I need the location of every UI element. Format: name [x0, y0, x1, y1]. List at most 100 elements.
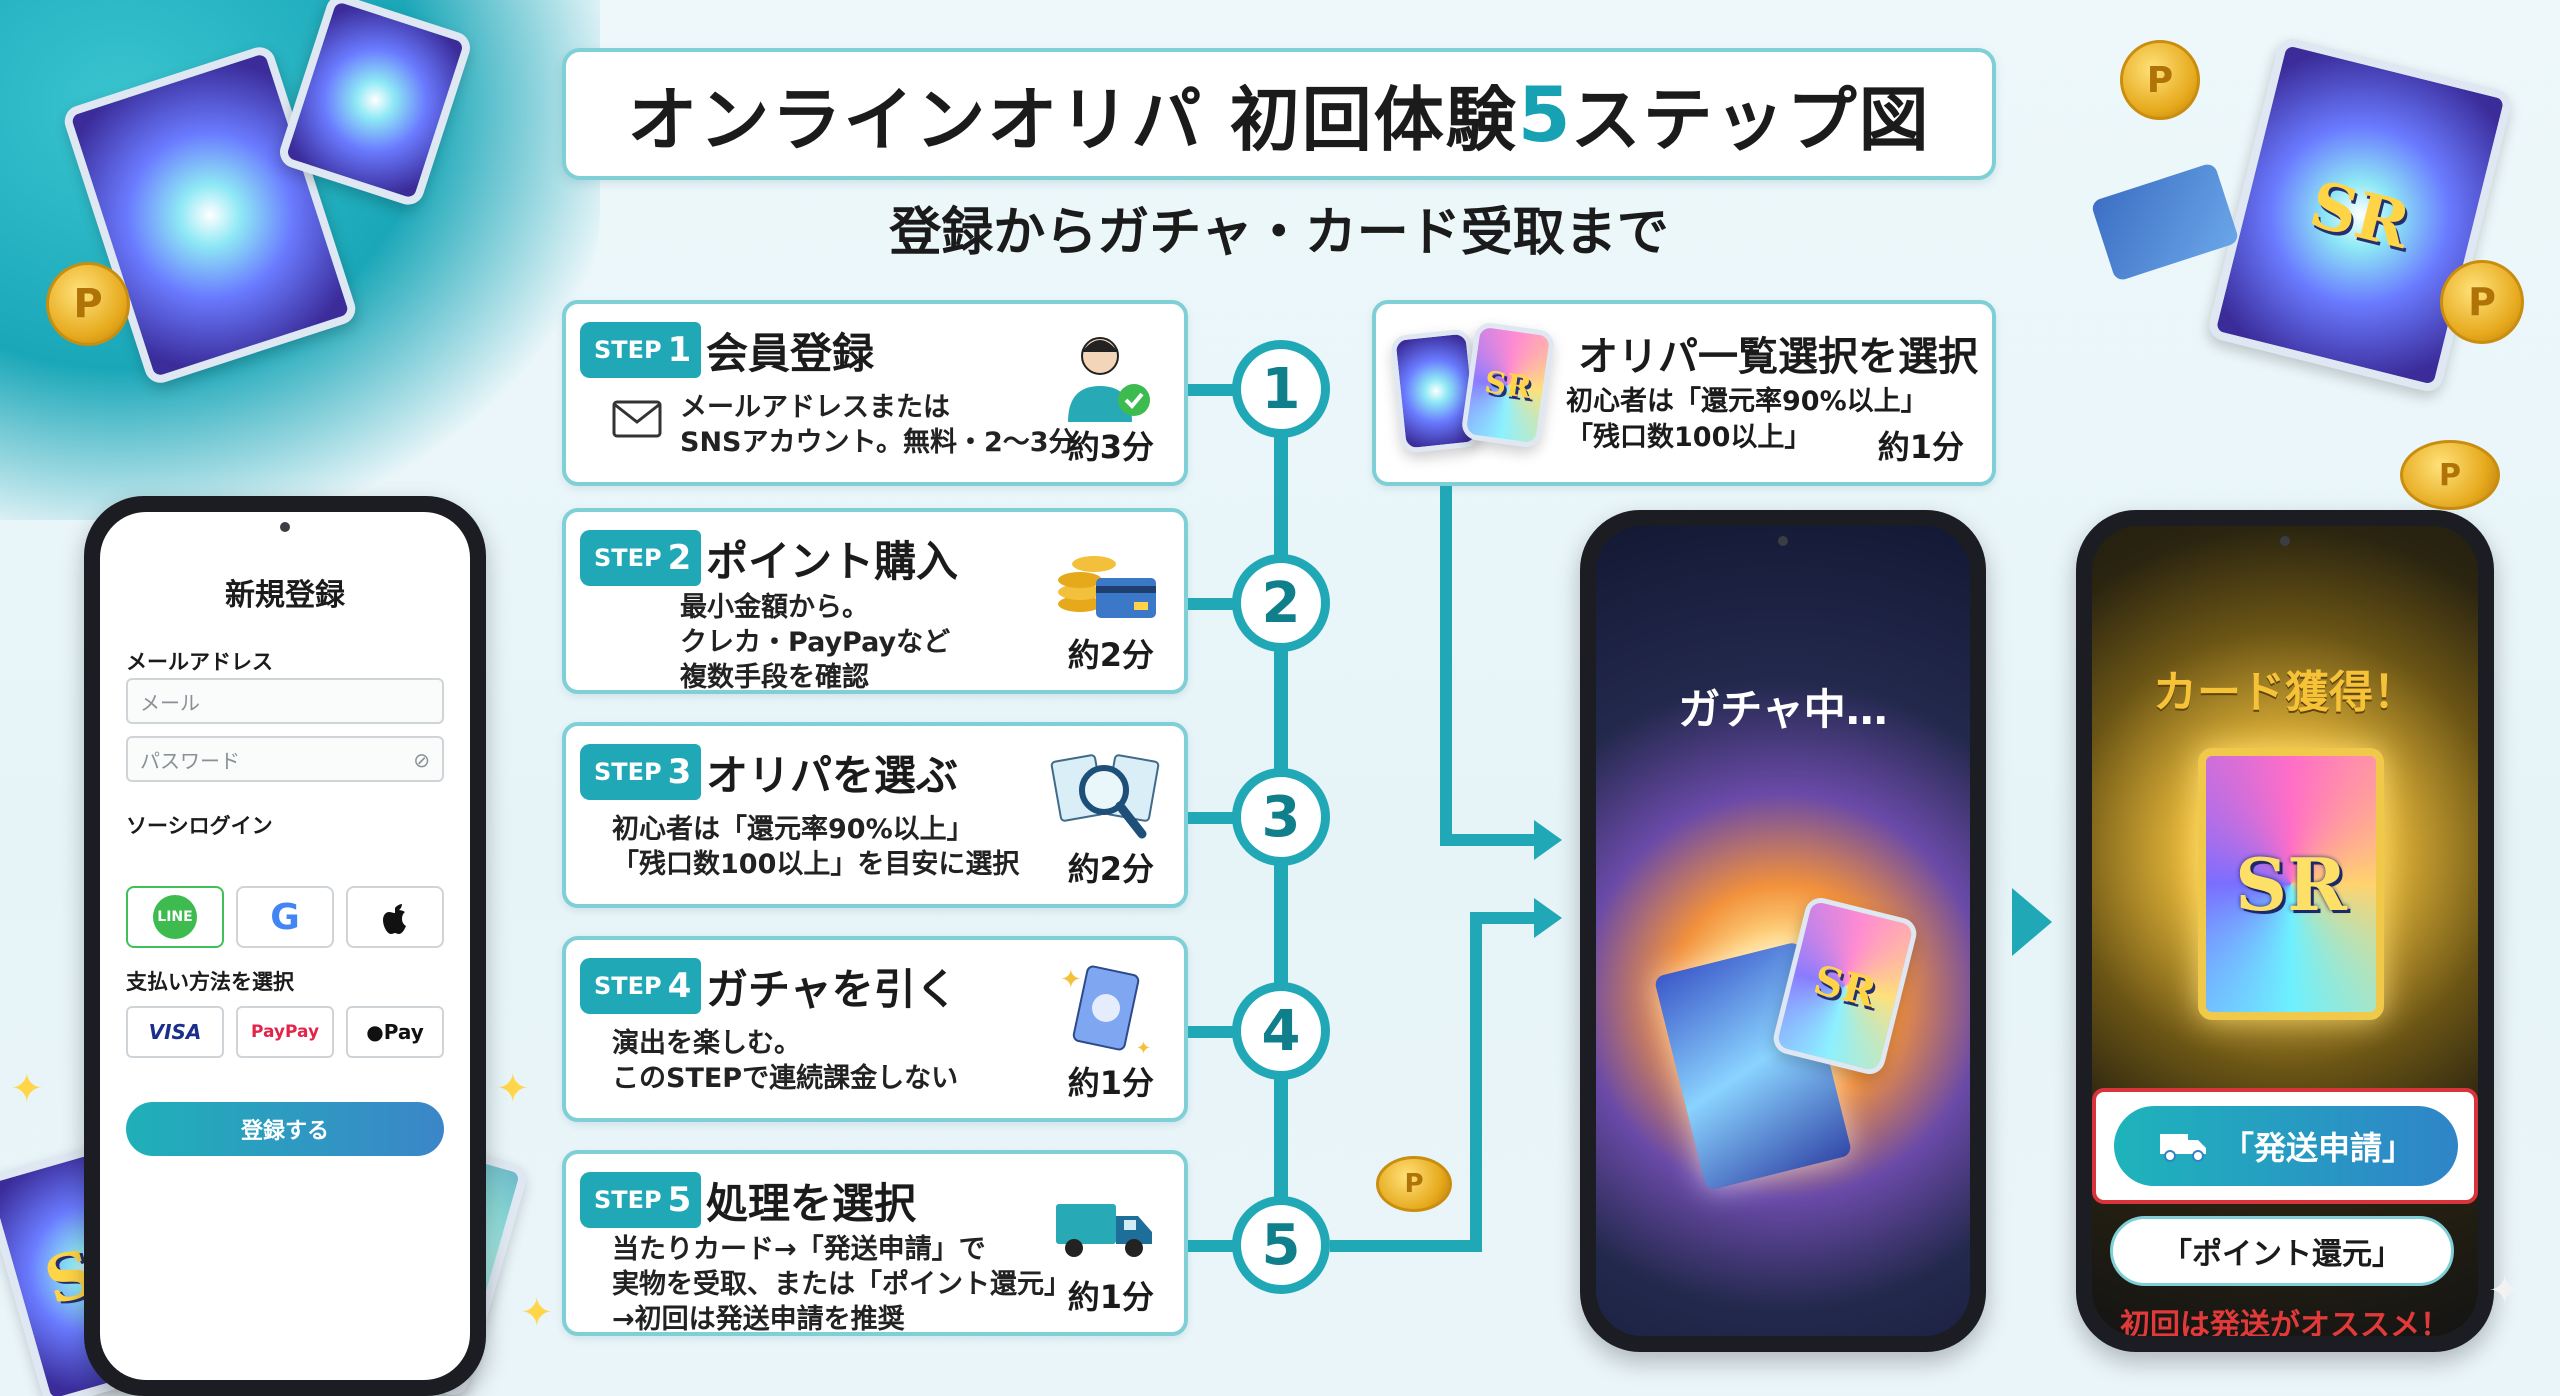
- camera-notch: [280, 522, 290, 532]
- line-icon: LINE: [153, 895, 197, 939]
- step-title: ガチャを引く: [706, 965, 958, 1014]
- coin-icon: P: [2440, 260, 2524, 344]
- paypay-button[interactable]: PayPay: [236, 1006, 334, 1058]
- oripa-list-box: SR オリパ一覧選択を選択 初心者は「還元率90%以上」「残口数100以上」 約…: [1372, 300, 1996, 486]
- step-desc-line: クレカ・PayPayなど: [680, 627, 951, 658]
- step-desc-line: 当たりカード→「発送申請」で: [612, 1234, 986, 1265]
- title-text-pre: オンラインオリパ 初回体験: [627, 78, 1518, 161]
- flow-arrow: [2012, 888, 2052, 956]
- flow-arrow: [1534, 898, 1562, 938]
- email-field[interactable]: メール: [126, 678, 444, 724]
- step-desc-line: 実物を受取、または「ポイント還元」: [612, 1269, 1071, 1300]
- ship-request-button[interactable]: 「発送申請」: [2114, 1106, 2458, 1186]
- step-description: 演出を楽しむ。このSTEPで連続課金しない: [612, 1026, 958, 1096]
- flow-arrow: [1534, 820, 1562, 860]
- sr-label: SR: [1809, 955, 1881, 1017]
- truck-icon: [2159, 1134, 2206, 1162]
- camera-notch: [1778, 536, 1788, 546]
- svg-text:✦: ✦: [1136, 1038, 1151, 1059]
- step-time: 約2分: [1067, 636, 1154, 674]
- register-button[interactable]: 登録する: [126, 1102, 444, 1156]
- gacha-screen: ガチャ中… SR: [1596, 526, 1970, 1336]
- step-title: オリパを選ぶ: [706, 751, 959, 800]
- ship-request-label: 「発送申請」: [2221, 1129, 2414, 1167]
- apple-pay-button[interactable]: ●Pay: [346, 1006, 444, 1058]
- step-time: 約3分: [1067, 428, 1154, 466]
- timeline-connector: [1188, 812, 1238, 824]
- sparkle-icon: ✦: [496, 1066, 530, 1112]
- eye-off-icon[interactable]: ⊘: [413, 748, 430, 772]
- recommendation-text: 初回は発送がオススメ！: [2120, 1308, 2450, 1336]
- camera-notch: [2280, 536, 2290, 546]
- point-return-button[interactable]: 「ポイント還元」: [2110, 1216, 2454, 1286]
- line-login-button[interactable]: LINE: [126, 886, 224, 948]
- timeline-circle-5: 5: [1232, 1196, 1330, 1294]
- sparkle-icon: ✦: [520, 1290, 554, 1336]
- timeline-connector: [1188, 384, 1238, 396]
- credit-card-decoration: [2090, 161, 2240, 283]
- social-login-label: ソーシログイン: [126, 814, 273, 838]
- form-title: 新規登録: [225, 578, 345, 613]
- gacha-phone: ガチャ中… SR: [1580, 510, 1986, 1352]
- flow-connector: [1470, 912, 1536, 924]
- timeline-connector: [1188, 1026, 1238, 1038]
- step-badge-label: STEP: [594, 1186, 662, 1214]
- step-badge-number: 2: [667, 538, 692, 578]
- registration-screen: 新規登録 メールアドレス メール パスワード ⊘ ソーシログイン LINE G …: [100, 512, 470, 1380]
- step-desc-line: 演出を楽しむ。: [612, 1028, 801, 1059]
- registration-phone: 新規登録 メールアドレス メール パスワード ⊘ ソーシログイン LINE G …: [84, 496, 486, 1396]
- truck-icon: [1056, 1204, 1152, 1257]
- sr-label: SR: [1482, 364, 1534, 406]
- list-time: 約1分: [1877, 428, 1964, 466]
- flow-connector: [1440, 486, 1452, 846]
- step-badge-label: STEP: [594, 544, 662, 572]
- google-login-button[interactable]: G: [236, 886, 334, 948]
- list-description: 初心者は「還元率90%以上」「残口数100以上」: [1566, 384, 1928, 456]
- step-desc-line: このSTEPで連続課金しない: [612, 1063, 959, 1094]
- visa-button[interactable]: VISA: [126, 1006, 224, 1058]
- svg-text:✦: ✦: [1060, 965, 1082, 995]
- flow-connector: [1440, 834, 1536, 846]
- step-desc-line: 複数手段を確認: [680, 662, 869, 693]
- apple-login-button[interactable]: [346, 886, 444, 948]
- apple-icon: ●: [366, 1020, 384, 1044]
- step-title: 会員登録: [706, 329, 875, 378]
- step-badge-label: STEP: [594, 758, 662, 786]
- sr-card: SR: [2198, 748, 2384, 1020]
- timeline-connector: [1188, 598, 1238, 610]
- list-desc-line: 「残口数100以上」: [1566, 422, 1812, 453]
- timeline-circle-1: 1: [1232, 340, 1330, 438]
- step-desc-line: 初心者は「還元率90%以上」: [612, 814, 974, 845]
- timeline-circle-3: 3: [1232, 768, 1330, 866]
- flow-connector: [1330, 1240, 1470, 1252]
- card-result-title: カード獲得！: [2153, 667, 2417, 718]
- sparkle-icon: ✦: [2488, 1268, 2522, 1314]
- title-number: 5: [1517, 69, 1571, 159]
- coin-stack-icon: P: [2400, 440, 2500, 510]
- timeline-circle-4: 4: [1232, 982, 1330, 1080]
- step-time: 約1分: [1067, 1064, 1154, 1102]
- step-time: 約2分: [1067, 850, 1154, 888]
- step-badge-number: 3: [667, 752, 692, 792]
- list-desc-line: 初心者は「還元率90%以上」: [1566, 386, 1928, 417]
- payment-label: 支払い方法を選択: [126, 970, 294, 994]
- flow-connector: [1470, 918, 1482, 1252]
- card-result-screen: カード獲得！ SR 「発送申請」 「ポイント還元」 初回は発送がオススメ！: [2092, 526, 2478, 1336]
- timeline-connector: [1188, 1240, 1238, 1252]
- step-description: 当たりカード→「発送申請」で実物を受取、または「ポイント還元」→初回は発送申請を…: [612, 1232, 1071, 1337]
- coin-stack-icon: P: [1376, 1156, 1452, 1212]
- email-label: メールアドレス: [126, 650, 273, 674]
- title-text-post: ステップ図: [1570, 78, 1931, 161]
- sr-label: SR: [2302, 166, 2418, 264]
- password-placeholder: パスワード: [140, 748, 240, 773]
- step-desc-line: 「残口数100以上」を目安に選択: [612, 849, 1020, 880]
- password-field[interactable]: パスワード ⊘: [126, 736, 444, 782]
- list-title: オリパ一覧選択を選択: [1578, 334, 1978, 380]
